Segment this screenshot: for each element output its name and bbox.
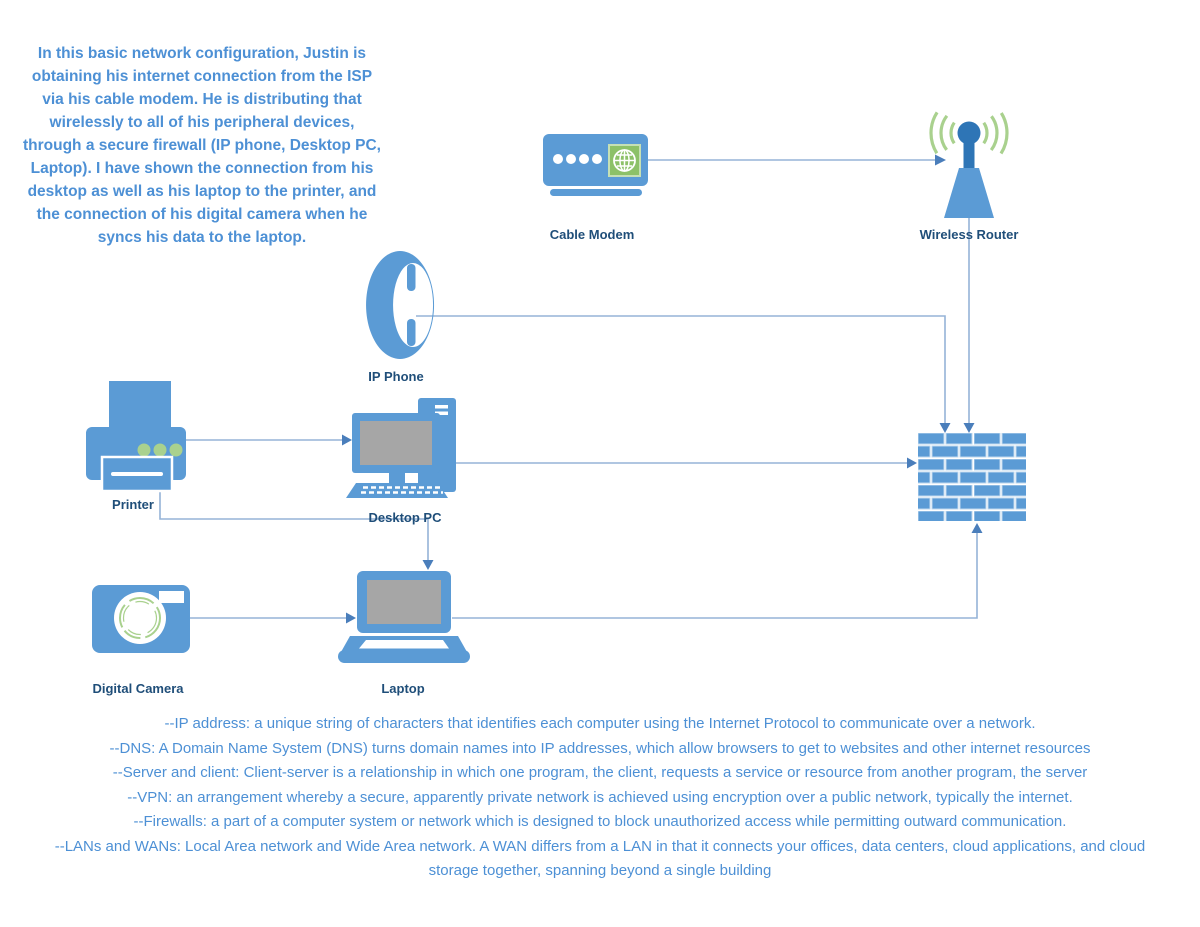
camera-lens [114, 592, 166, 644]
note-ip-address: --IP address: a unique string of charact… [164, 715, 1036, 732]
connector-printer-to-laptop [159, 485, 434, 570]
modem-led [553, 154, 563, 164]
label-cable-modem: Cable Modem [549, 227, 635, 242]
modem-led [579, 154, 589, 164]
arrowhead-down-icon [963, 423, 975, 433]
label-ip-phone: IP Phone [368, 369, 424, 384]
connector-camera-to-laptop [190, 612, 356, 624]
arrowhead-right-icon [342, 434, 352, 446]
arrowhead-up-icon [971, 523, 983, 533]
printer-icon [86, 379, 186, 493]
digital-camera-icon [92, 585, 190, 653]
note-firewalls: --Firewalls: a part of a computer system… [133, 813, 1067, 830]
phone-mouthpiece [407, 319, 416, 346]
note-lans-wans: --LANs and WANs: Local Area network and … [54, 837, 1146, 880]
desktop-pc-icon [346, 398, 456, 498]
ip-phone-icon [366, 251, 435, 359]
wireless-waves-icon [929, 93, 1009, 173]
arrowhead-right-icon [935, 154, 946, 166]
connector-printer-to-desktop [186, 434, 352, 446]
router-antenna-neck [963, 140, 975, 170]
printer-paper [107, 379, 173, 429]
firewall-brick-wall [918, 433, 1026, 521]
connector-desktop-to-firewall [456, 457, 917, 469]
label-printer: Printer [112, 497, 154, 512]
arrowhead-down-icon [422, 560, 434, 570]
modem-led [592, 154, 602, 164]
note-server-client: --Server and client: Client-server is a … [112, 764, 1088, 781]
arrowhead-down-icon [939, 423, 951, 433]
router-antenna-cap [957, 121, 981, 145]
printer-button [153, 443, 167, 457]
camera-viewfinder [159, 591, 184, 603]
phone-earpiece [407, 264, 416, 291]
arrowhead-right-icon [907, 457, 917, 469]
notes-section: --IP address: a unique string of charact… [30, 712, 1170, 884]
modem-led [566, 154, 576, 164]
connector-router-to-firewall [963, 218, 975, 433]
printer-button [169, 443, 183, 457]
label-laptop: Laptop [381, 681, 425, 696]
connector-laptop-to-firewall [452, 523, 983, 619]
label-wireless-router: Wireless Router [919, 227, 1019, 242]
note-dns: --DNS: A Domain Name System (DNS) turns … [109, 739, 1091, 757]
intro-text: In this basic network configuration, Jus… [22, 45, 381, 246]
pc-screen [360, 421, 432, 465]
connectors [159, 154, 983, 624]
laptop-screen [367, 580, 441, 624]
pc-stand [389, 473, 405, 483]
cable-modem-icon [543, 134, 648, 196]
wireless-router-icon [929, 93, 1009, 218]
arrowhead-right-icon [346, 612, 356, 624]
label-desktop-pc: Desktop PC [368, 510, 442, 525]
globe-icon [608, 144, 641, 177]
connector-modem-to-router [648, 154, 946, 166]
connector-phone-to-firewall [416, 315, 951, 433]
laptop-icon [338, 571, 470, 663]
modem-base [550, 189, 642, 196]
label-digital-camera: Digital Camera [92, 681, 184, 696]
router-body [944, 168, 994, 218]
printer-button [137, 443, 151, 457]
printer-slot [111, 472, 163, 476]
firewall-icon [918, 433, 1026, 521]
pc-keyboard [346, 483, 448, 498]
note-vpn: --VPN: an arrangement whereby a secure, … [127, 788, 1073, 806]
